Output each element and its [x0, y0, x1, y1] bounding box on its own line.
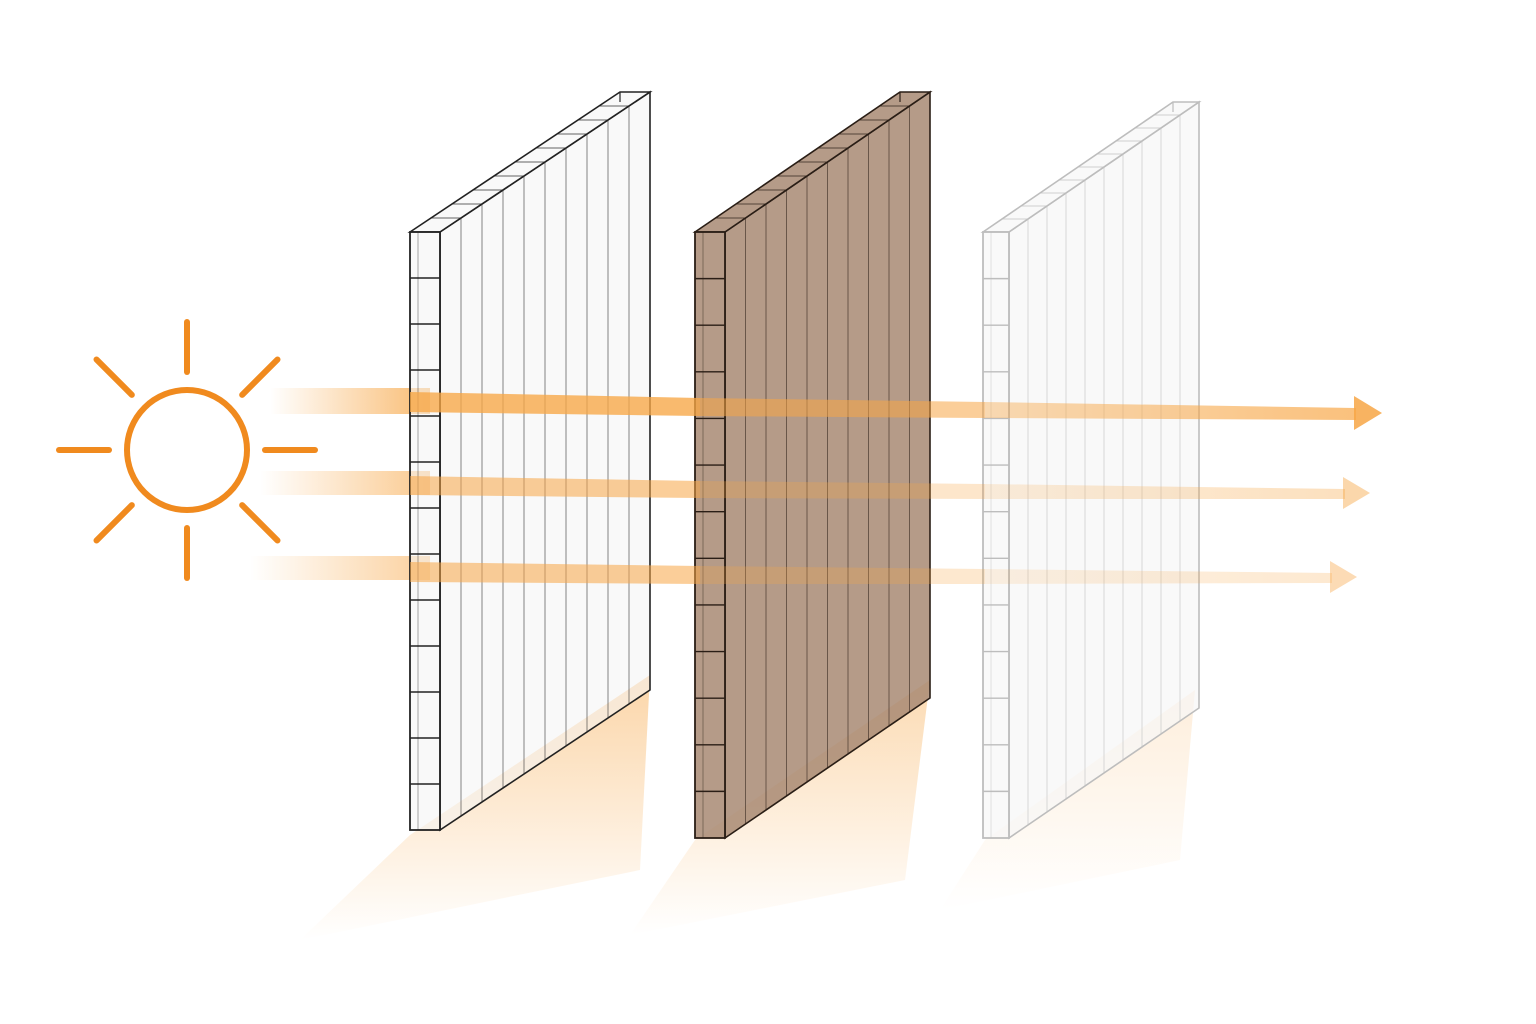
panel-front-edge [982, 231, 1010, 839]
beam-top-through-clear [410, 392, 700, 416]
beam-middle-incoming [260, 471, 430, 495]
beam-bottom-through-bronze [700, 566, 985, 584]
arrow-right-icon [1330, 561, 1357, 593]
sun-disc [124, 387, 250, 513]
panel-faint [980, 100, 1202, 840]
sun-ray [239, 502, 281, 544]
sun-icon [56, 319, 318, 581]
beam-top-incoming [270, 388, 430, 414]
beam-middle-outgoing [985, 484, 1345, 499]
sun-ray [239, 356, 281, 398]
sun-ray [93, 502, 135, 544]
panel-front-edge [409, 231, 441, 831]
arrow-right-icon [1354, 396, 1382, 430]
transmitted-beams [410, 392, 1382, 593]
beam-top-outgoing [985, 402, 1356, 420]
panel-front-edge [694, 231, 726, 839]
beam-bottom-outgoing [985, 569, 1332, 584]
sun-ray [93, 356, 135, 398]
sun-rays [56, 319, 318, 581]
beam-middle-through-bronze [700, 481, 985, 499]
beam-top-through-bronze [700, 398, 985, 418]
panel-clear [407, 90, 653, 832]
incoming-beams [250, 388, 430, 580]
beam-middle-through-clear [410, 476, 700, 498]
beam-bottom-through-clear [410, 562, 700, 584]
arrow-right-icon [1343, 477, 1370, 509]
beam-bottom-incoming [250, 556, 430, 580]
